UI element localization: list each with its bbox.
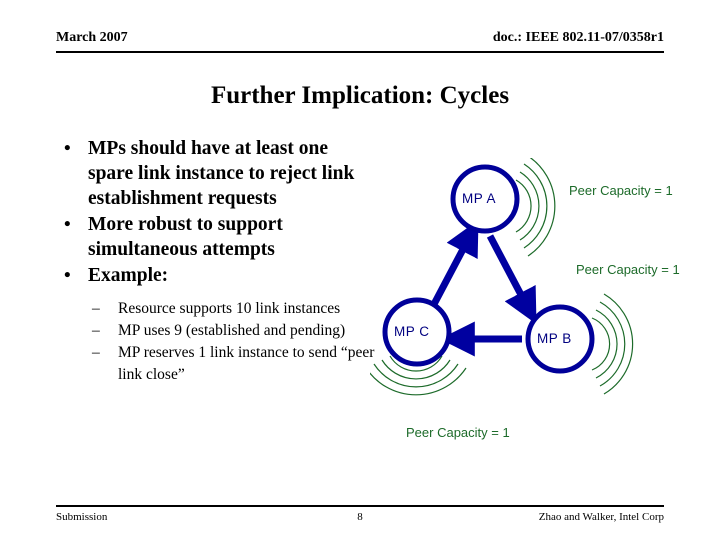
capacity-label-b: Peer Capacity = 1 <box>576 262 680 277</box>
bullet-item: • Example: <box>56 263 376 288</box>
diagram-canvas <box>370 158 634 396</box>
header-date: March 2007 <box>56 30 128 45</box>
bullet-item: • More robust to support simultaneous at… <box>56 212 376 262</box>
header-divider <box>56 51 664 53</box>
bullet-marker-icon: • <box>64 265 71 286</box>
radio-waves-icon-c <box>370 355 467 396</box>
footer-divider <box>56 505 664 507</box>
header-doc-id: doc.: IEEE 802.11-07/0358r1 <box>492 30 664 45</box>
dash-marker-icon: – <box>92 344 100 361</box>
node-circle-a[interactable] <box>450 164 520 234</box>
node-circle-c[interactable] <box>382 297 452 367</box>
footer-submission-label: Submission <box>56 511 108 523</box>
bullet-marker-icon: • <box>64 138 71 159</box>
sub-bullet-list: – Resource supports 10 link instances – … <box>56 298 376 386</box>
page-title: Further Implication: Cycles <box>210 82 510 109</box>
bullet-list: • MPs should have at least one spare lin… <box>56 136 376 386</box>
sub-bullet-text: MP reserves 1 link instance to send “pee… <box>118 344 375 383</box>
sub-bullet-text: MP uses 9 (established and pending) <box>118 322 346 339</box>
dash-marker-icon: – <box>92 322 100 339</box>
capacity-label-a: Peer Capacity = 1 <box>569 183 673 198</box>
node-label-a: MP A <box>462 191 497 206</box>
node-label-b: MP B <box>537 331 572 346</box>
edge-a-to-b <box>486 234 537 325</box>
bullet-marker-icon: • <box>64 214 71 235</box>
dash-marker-icon: – <box>92 300 100 317</box>
footer-page-number: 8 <box>357 511 363 523</box>
sub-bullet-item: – Resource supports 10 link instances <box>56 298 376 320</box>
sub-bullet-item: – MP reserves 1 link instance to send “p… <box>56 342 376 386</box>
sub-bullet-item: – MP uses 9 (established and pending) <box>56 320 376 342</box>
bullet-text: Example: <box>88 265 169 286</box>
bullet-text: MPs should have at least one spare link … <box>88 138 355 209</box>
footer-authors: Zhao and Walker, Intel Corp <box>538 511 664 523</box>
mesh-cycle-diagram: MP A MP C MP B Peer Capacity = 1 Peer Ca… <box>370 158 720 453</box>
bullet-item: • MPs should have at least one spare lin… <box>56 136 376 211</box>
slide-header: March 2007 doc.: IEEE 802.11-07/0358r1 <box>56 30 664 53</box>
node-label-c: MP C <box>394 324 430 339</box>
sub-bullet-text: Resource supports 10 link instances <box>118 300 341 317</box>
capacity-label-c: Peer Capacity = 1 <box>406 425 510 440</box>
radio-waves-icon-a <box>515 158 556 257</box>
radio-waves-icon-b <box>591 293 634 395</box>
bullet-text: More robust to support simultaneous atte… <box>88 214 283 260</box>
edge-c-to-a <box>428 219 479 310</box>
slide-footer: Submission 8 Zhao and Walker, Intel Corp <box>56 505 664 529</box>
node-circle-b[interactable] <box>525 304 595 374</box>
